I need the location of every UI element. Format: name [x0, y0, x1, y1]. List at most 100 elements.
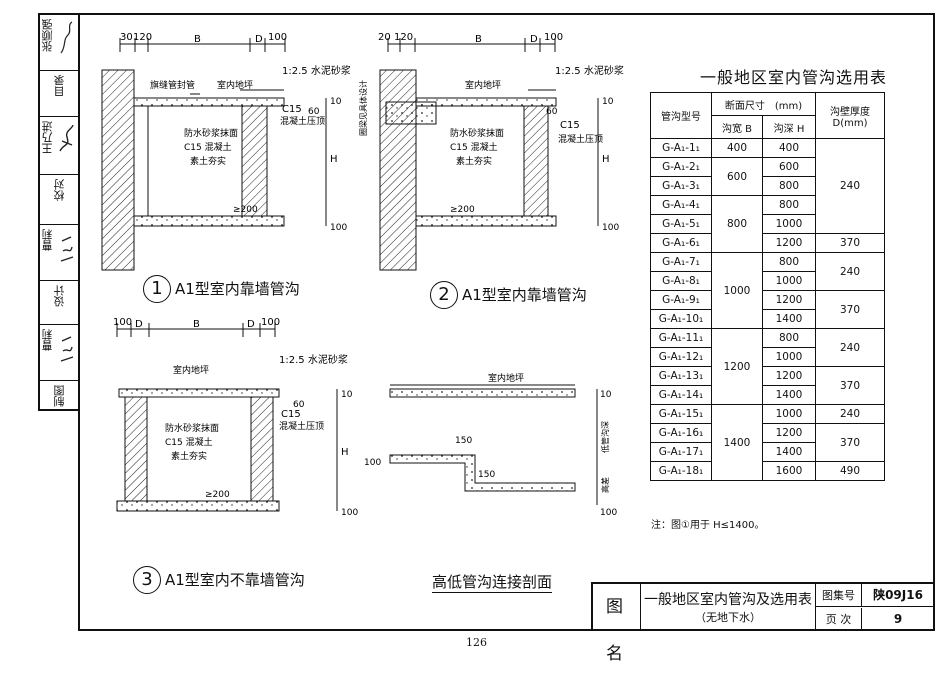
sidebar-cell: 曹莉	[40, 225, 78, 281]
cell-wall: 240	[815, 138, 885, 234]
cell-h: 600	[762, 157, 816, 177]
section-d100b: 100	[600, 508, 617, 518]
dim-d2: D	[247, 319, 255, 330]
page-number: 126	[466, 636, 487, 649]
label-d60: 60	[293, 400, 305, 410]
cell-type: G-A₁-4₁	[650, 195, 712, 215]
sidebar-cell: 校对	[40, 175, 78, 225]
atlas-value: 陕09J16	[862, 584, 934, 607]
label-slope: ≥200	[450, 205, 475, 215]
signature-mark	[60, 336, 74, 362]
cell-type: G-A₁-15₁	[650, 404, 712, 424]
header-wall: 沟壁厚度 D(mm)	[815, 92, 885, 139]
section-high: 高差	[600, 477, 610, 493]
cell-type: G-A₁-5₁	[650, 214, 712, 234]
cell-h: 1000	[762, 271, 816, 291]
title-block-name-label: 图 名	[593, 584, 641, 664]
cell-h: 1000	[762, 347, 816, 367]
dim-100b: 100	[261, 317, 280, 328]
sidebar-label: 制图	[53, 385, 66, 407]
cell-b: 800	[711, 195, 763, 253]
dim-100: 100	[544, 32, 563, 43]
sidebar-label: 目录	[53, 75, 66, 97]
table-row: G-A₁-8₁ 1000	[650, 271, 885, 291]
cell-h: 1400	[762, 442, 816, 462]
cell-wall: 370	[815, 233, 885, 253]
label-mortar: 1:2.5 水泥砂浆	[555, 64, 624, 77]
cell-wall: 370	[815, 290, 885, 329]
dim-20: 20	[378, 32, 391, 43]
label-soil: 素土夯实	[171, 450, 207, 462]
cell-type: G-A₁-11₁	[650, 328, 712, 348]
cell-h: 1200	[762, 366, 816, 386]
cell-h: 800	[762, 328, 816, 348]
table-title: 一般地区室内管沟选用表	[700, 68, 888, 87]
cell-type: G-A₁-9₁	[650, 290, 712, 310]
label-floor: 室内地坪	[217, 79, 253, 91]
dim-d: D	[135, 319, 143, 330]
sidebar-cell: 设计	[40, 281, 78, 325]
cell-type: G-A₁-2₁	[650, 157, 712, 177]
page-label: 页 次	[816, 608, 862, 631]
cell-h: 800	[762, 195, 816, 215]
label-d10: 10	[330, 97, 342, 107]
label-h: H	[330, 154, 338, 165]
label-c15-concrete: C15 混凝土	[450, 141, 498, 153]
section-floor: 室内地坪	[488, 372, 524, 384]
cell-type: G-A₁-1₁	[650, 138, 712, 158]
cell-h: 800	[762, 252, 816, 272]
cell-type: G-A₁-16₁	[650, 423, 712, 443]
cell-h: 1400	[762, 309, 816, 329]
cell-wall: 240	[815, 252, 885, 291]
label-d60: 60	[546, 107, 558, 117]
section-d150b: 150	[478, 470, 495, 480]
signature-mark	[59, 124, 74, 152]
cell-wall: 240	[815, 328, 885, 367]
cell-type: G-A₁-13₁	[650, 366, 712, 386]
cell-b: 1000	[711, 252, 763, 329]
label-h: H	[341, 447, 349, 458]
caption-number: 2	[430, 281, 458, 309]
label-waterproof: 防水砂浆抹面	[450, 127, 504, 139]
cell-h: 1000	[762, 214, 816, 234]
cell-type: G-A₁-8₁	[650, 271, 712, 291]
drawing-1: 30 120 B D 100 室内地坪 旗缝管封管 1:2.5 水泥砂浆 C15…	[101, 32, 350, 271]
cell-b: 600	[711, 157, 763, 196]
sidebar-label: 曹莉	[41, 329, 54, 351]
label-waterproof: 防水砂浆抹面	[184, 127, 238, 139]
cell-wall: 370	[815, 366, 885, 405]
sidebar-cell: 张顺强	[40, 15, 78, 71]
cell-type: G-A₁-14₁	[650, 385, 712, 405]
drawing-frame	[78, 13, 935, 631]
dim-b: B	[194, 34, 201, 45]
cell-type: G-A₁-10₁	[650, 309, 712, 329]
drawing-subtitle: （无地下水）	[695, 611, 761, 624]
drawing-title: 一般地区室内管沟及选用表	[644, 592, 812, 608]
sidebar-label: 张顺强	[41, 19, 54, 52]
dim-d: D	[530, 34, 538, 45]
selection-table: 管沟型号 断面尺寸 (mm) 沟壁厚度 D(mm) 沟宽 B 沟深 H G-A₁…	[650, 92, 885, 481]
label-c15: C15	[281, 409, 301, 420]
header-width: 沟宽 B	[711, 115, 763, 139]
cell-wall: 240	[815, 404, 885, 424]
sidebar-label: 王乃进	[41, 121, 54, 154]
dim-100: 100	[268, 32, 287, 43]
header-type: 管沟型号	[650, 92, 712, 139]
sidebar-cell: 制图	[40, 381, 78, 411]
section-caption: 高低管沟连接剖面	[432, 573, 553, 593]
label-soil: 素土夯实	[456, 155, 492, 167]
cell-h: 400	[762, 138, 816, 158]
sidebar-label: 设计	[53, 285, 66, 307]
sidebar-cell: 王乃进	[40, 117, 78, 175]
header-depth: 沟深 H	[762, 115, 816, 139]
